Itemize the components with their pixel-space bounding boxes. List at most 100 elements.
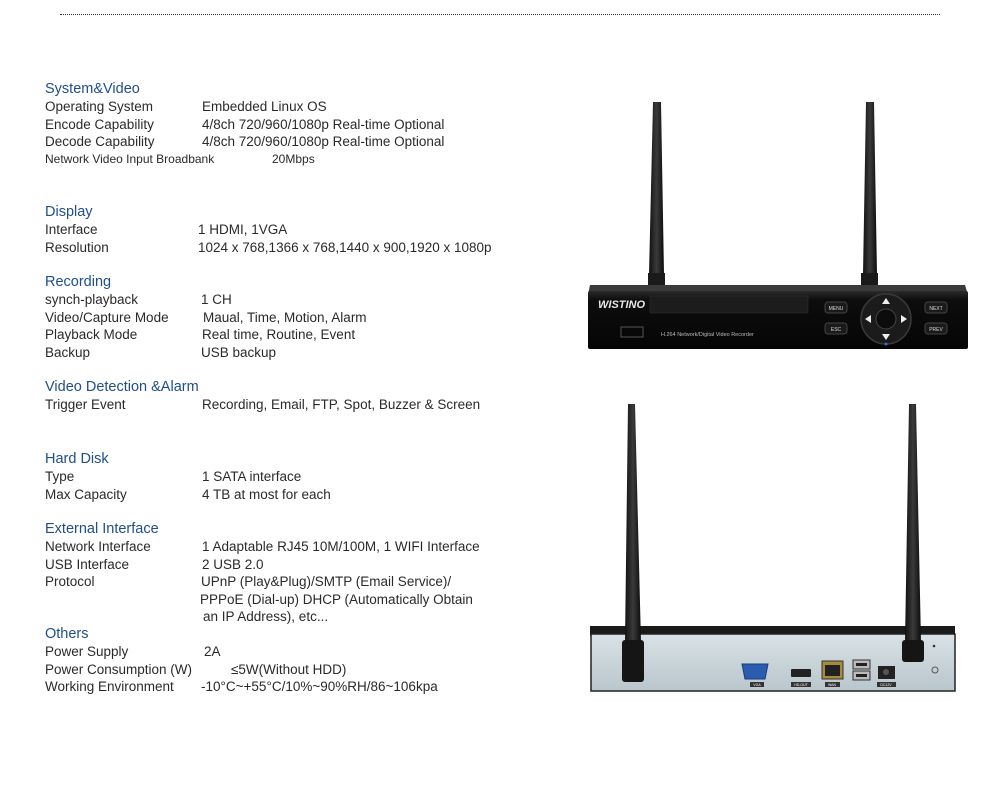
spec-row: Interface 1 HDMI, 1VGA: [45, 221, 565, 239]
spec-label: Power Supply: [45, 644, 129, 659]
spec-value-continuation: an IP Address), etc...: [203, 609, 329, 624]
spec-value: 1 SATA interface: [202, 469, 302, 484]
svg-text:MENU: MENU: [829, 306, 844, 312]
spec-value: 4/8ch 720/960/1080p Real-time Optional: [202, 134, 445, 149]
spec-value: USB backup: [201, 344, 277, 360]
section-title: System&Video: [45, 81, 140, 97]
spec-row: Backup USB backup: [45, 344, 565, 362]
menu-button: MENU: [824, 301, 848, 314]
spec-value: 1 CH: [201, 292, 232, 307]
spec-row: Protocol UPnP (Play&Plug)/SMTP (Email Se…: [45, 573, 565, 591]
spec-label: Power Consumption (W): [45, 661, 193, 677]
spec-row: Network Interface 1 Adaptable RJ45 10M/1…: [45, 538, 565, 556]
section-recording: Recording synch-playback 1 CH Video/Capt…: [45, 273, 565, 361]
ground-screw-icon: [931, 644, 939, 674]
spec-label: Network Video Input Broadbank: [45, 151, 215, 166]
section-title: Display: [45, 204, 93, 220]
svg-text:DC12V: DC12V: [880, 683, 892, 687]
svg-text:WAN: WAN: [828, 683, 837, 687]
spec-value: Embedded Linux OS: [202, 99, 327, 114]
spec-row: USB Interface 2 USB 2.0: [45, 556, 565, 574]
section-hard-disk: Hard Disk Type 1 SATA interface Max Capa…: [45, 450, 565, 503]
svg-text:NEXT: NEXT: [929, 306, 942, 312]
spec-row: Video/Capture Mode Maual, Time, Motion, …: [45, 309, 565, 327]
section-title: External Interface: [45, 521, 159, 537]
spec-label: Protocol: [45, 574, 95, 589]
spec-label: Trigger Event: [45, 397, 126, 412]
spec-label: Video/Capture Mode: [45, 309, 169, 325]
spec-value: 4/8ch 720/960/1080p Real-time Optional: [202, 116, 445, 132]
spec-label: Max Capacity: [45, 486, 127, 502]
spec-value: UPnP (Play&Plug)/SMTP (Email Service)/: [201, 574, 452, 589]
spec-value: Real time, Routine, Event: [202, 327, 356, 342]
spec-row: Trigger Event Recording, Email, FTP, Spo…: [45, 396, 565, 414]
spec-row: Power Supply 2A: [45, 643, 565, 661]
section-others: Others Power Supply 2A Power Consumption…: [45, 625, 565, 696]
next-button: NEXT: [924, 301, 948, 314]
spec-value: Recording, Email, FTP, Spot, Buzzer & Sc…: [202, 397, 481, 412]
svg-text:PREV: PREV: [929, 327, 943, 333]
spec-row: Network Video Input Broadbank 20Mbps: [45, 151, 565, 169]
spec-value-continuation: PPPoE (Dial-up) DHCP (Automatically Obta…: [200, 591, 473, 607]
section-display: Display Interface 1 HDMI, 1VGA Resolutio…: [45, 203, 565, 256]
spec-row: Power Consumption (W) ≤5W(Without HDD): [45, 661, 565, 679]
spec-label: Working Environment: [45, 679, 174, 694]
spec-value: 1 HDMI, 1VGA: [198, 222, 288, 237]
spec-value: 1024 x 768,1366 x 768,1440 x 900,1920 x …: [198, 239, 492, 255]
spec-value: -10°C~+55°C/10%~90%RH/86~106kpa: [201, 679, 438, 694]
section-video-detection-alarm: Video Detection &Alarm Trigger Event Rec…: [45, 378, 565, 414]
antenna-icon: [648, 102, 665, 285]
spec-label: Decode Capability: [45, 134, 155, 149]
brand-logo: WISTINO: [598, 299, 645, 311]
antenna-icon: [622, 404, 644, 682]
spec-row: Operating System Embedded Linux OS: [45, 98, 565, 116]
spec-label: Playback Mode: [45, 327, 138, 342]
svg-text:HD-OUT: HD-OUT: [794, 683, 808, 687]
antenna-icon: [861, 102, 878, 285]
spec-label: synch-playback: [45, 292, 139, 307]
spec-value: 2 USB 2.0: [202, 556, 264, 572]
spec-label: Operating System: [45, 99, 154, 114]
power-port-icon: DC12V: [877, 666, 896, 687]
top-dotted-divider: [60, 14, 940, 15]
dpad-icon: [860, 293, 912, 346]
usb-ports-icon: [852, 659, 871, 681]
spec-value: 2A: [204, 644, 221, 659]
svg-text:ESC: ESC: [831, 327, 842, 333]
panel-caption: H.264 Network/Digital Video Recorder: [661, 332, 754, 338]
nvr-front-image: WISTINO H.264 Network/Digital Video Reco…: [585, 95, 970, 355]
spec-label: Type: [45, 469, 75, 484]
vga-port-icon: VGA: [741, 663, 769, 687]
spec-label: Interface: [45, 222, 98, 237]
spec-label: Encode Capability: [45, 116, 154, 132]
spec-label: Resolution: [45, 239, 109, 255]
ethernet-port-icon: WAN: [821, 660, 844, 687]
section-system-video: System&Video Operating System Embedded L…: [45, 80, 565, 168]
spec-row: Type 1 SATA interface: [45, 468, 565, 486]
spec-label: Backup: [45, 344, 91, 360]
spec-value: Maual, Time, Motion, Alarm: [203, 309, 367, 325]
spec-value: 20Mbps: [272, 151, 315, 166]
svg-text:VGA: VGA: [753, 683, 761, 687]
spec-label: USB Interface: [45, 556, 130, 572]
spec-row: Encode Capability 4/8ch 720/960/1080p Re…: [45, 116, 565, 134]
section-title: Others: [45, 626, 89, 642]
prev-button: PREV: [924, 322, 948, 335]
spec-value: 1 Adaptable RJ45 10M/100M, 1 WIFI Interf…: [202, 539, 480, 554]
section-title: Recording: [45, 274, 112, 290]
spec-row: synch-playback 1 CH: [45, 291, 565, 309]
spec-value: 4 TB at most for each: [202, 486, 331, 502]
section-title: Video Detection &Alarm: [45, 379, 199, 395]
spec-row: Playback Mode Real time, Routine, Event: [45, 326, 565, 344]
nvr-rear-image: VGA HD-OUT WAN DC12V: [585, 398, 960, 698]
hdmi-port-icon: HD-OUT: [791, 669, 811, 687]
antenna-icon: [902, 404, 924, 662]
spec-row: Resolution 1024 x 768,1366 x 768,1440 x …: [45, 239, 565, 257]
spec-label: Network Interface: [45, 539, 151, 554]
spec-row: Decode Capability 4/8ch 720/960/1080p Re…: [45, 133, 565, 151]
spec-row: Max Capacity 4 TB at most for each: [45, 486, 565, 504]
esc-button: ESC: [824, 322, 848, 335]
section-external-interface: External Interface Network Interface 1 A…: [45, 520, 565, 626]
spec-value: ≤5W(Without HDD): [231, 661, 347, 677]
section-title: Hard Disk: [45, 451, 109, 467]
